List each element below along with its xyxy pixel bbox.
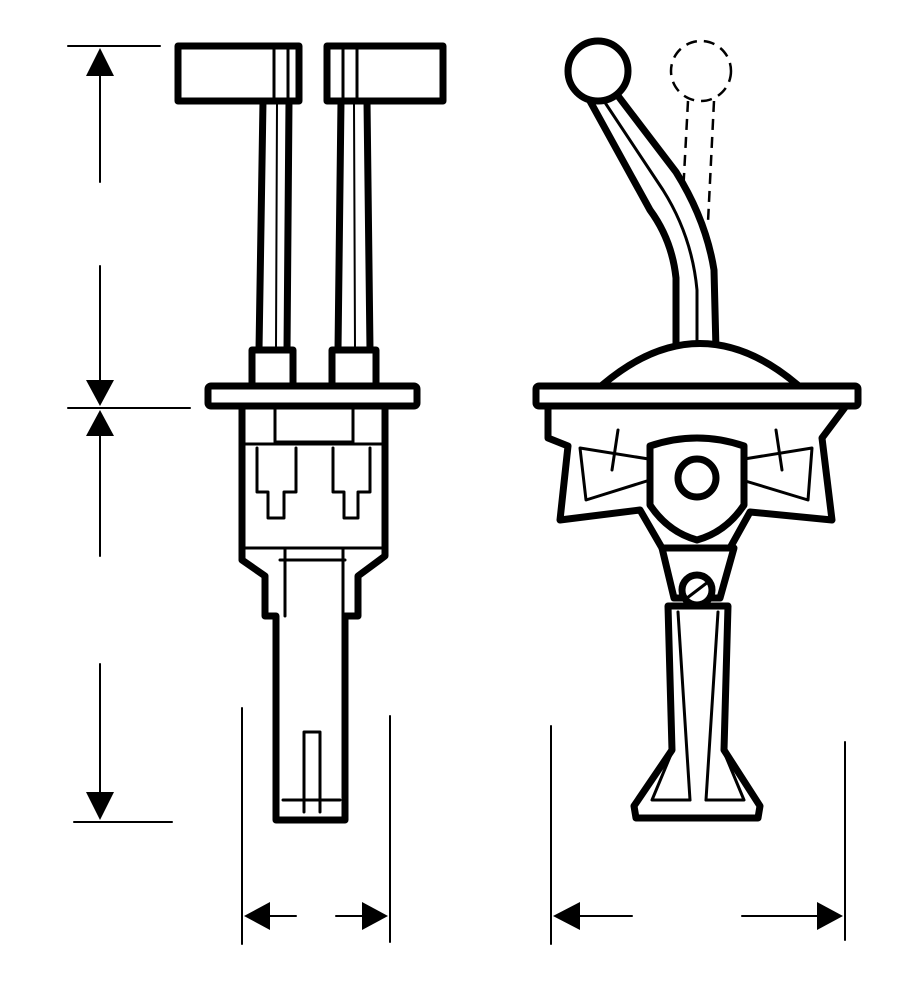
left-wing-edge [610, 428, 620, 472]
side-lever-shaft [581, 84, 720, 354]
right-handle-grip [323, 42, 447, 105]
arrowhead-right [817, 902, 843, 930]
right-wing-edge [774, 428, 784, 472]
left-collar [248, 346, 297, 392]
foot-edges [650, 750, 746, 802]
screw-slot [685, 580, 710, 600]
arrowhead-up-top [86, 48, 114, 76]
left-shaft-centerline [275, 103, 278, 349]
left-detent-detail [255, 446, 298, 520]
right-lever-shaft [334, 97, 374, 354]
arrowhead-up-middle [86, 410, 114, 436]
side-view [532, 37, 862, 822]
side-width-dimension [550, 725, 846, 945]
left-handle-grip [174, 42, 303, 105]
vertical-dimension [67, 45, 191, 823]
front-width-dimension [241, 707, 391, 945]
arrowhead-left [553, 902, 580, 930]
lower-arm-foot [630, 602, 764, 822]
arrowhead-down-bottom [86, 792, 114, 820]
right-detent-detail [331, 446, 372, 520]
housing-inner-frame [273, 402, 355, 444]
right-collar [328, 346, 380, 392]
front-view [174, 42, 447, 824]
right-shaft-centerline [353, 103, 356, 349]
left-lever-shaft [255, 97, 293, 354]
alternate-shaft-left [678, 100, 690, 251]
lever-knob [564, 37, 632, 105]
housing-dome [596, 340, 804, 391]
stem-slot [302, 730, 322, 814]
alternate-shaft-right [706, 100, 716, 223]
alternate-knob-outline [669, 39, 733, 103]
arrowhead-down-middle [86, 380, 114, 406]
arrowhead-right [362, 902, 388, 930]
arrowhead-left [244, 902, 270, 930]
lower-arm-rib [676, 610, 720, 802]
front-housing-body [238, 402, 389, 824]
pivot-pin [674, 455, 720, 501]
side-shaft-centerline [596, 90, 699, 352]
